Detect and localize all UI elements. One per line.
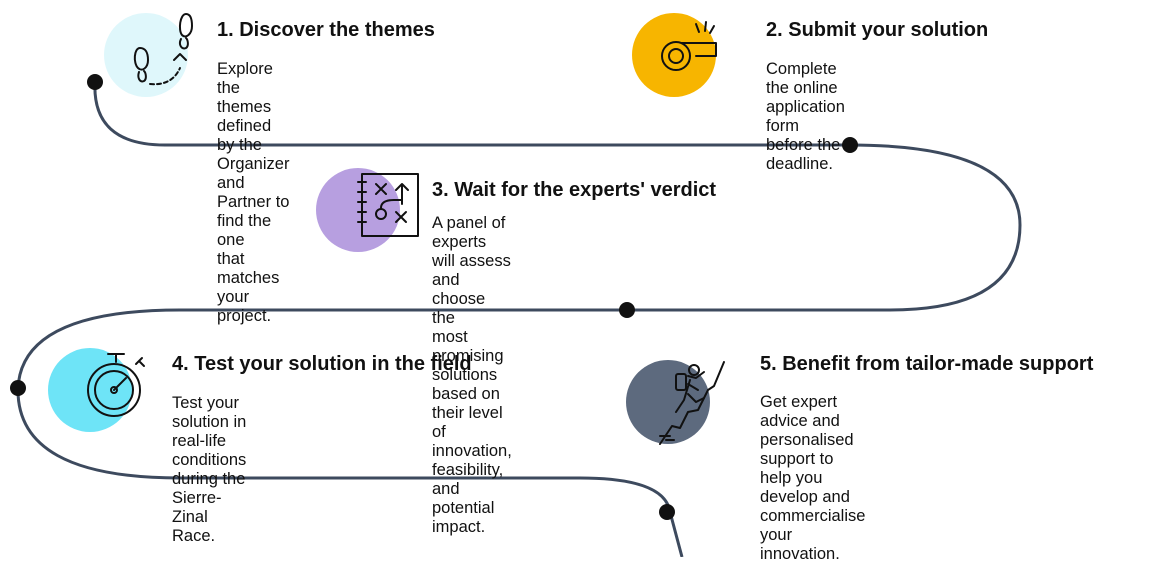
step-3: 3. Wait for the experts' verdict A panel… xyxy=(0,0,716,536)
step-4-description: Test your solution in real-life conditio… xyxy=(172,394,247,545)
path-node-step-3 xyxy=(619,302,635,318)
path-node-step-2 xyxy=(842,137,858,153)
winding-path-line xyxy=(16,81,1022,557)
step-1-icon-circle xyxy=(104,13,188,97)
strategy-board-icon xyxy=(357,173,419,237)
step-1-description: Explore the themes defined by the Organi… xyxy=(217,60,290,325)
step-4-title: 4. Test your solution in the field xyxy=(172,353,472,375)
climber-icon xyxy=(659,361,725,445)
step-5-title: 5. Benefit from tailor-made support xyxy=(760,353,1094,375)
step-2: 2. Submit your solution Complete the onl… xyxy=(0,0,988,173)
step-2-title: 2. Submit your solution xyxy=(766,19,989,41)
whistle-icon xyxy=(661,21,717,71)
step-3-description: A panel of experts will assess and choos… xyxy=(432,214,512,536)
step-2-description: Complete the online application form bef… xyxy=(766,60,845,173)
stopwatch-icon xyxy=(87,353,145,417)
step-5-description: Get expert advice and personalised suppo… xyxy=(760,393,866,563)
path-node-start xyxy=(87,74,103,90)
path-node-step-4 xyxy=(10,380,26,396)
step-4: 4. Test your solution in the field Test … xyxy=(0,0,472,545)
step-1: 1. Discover the themes Explore the theme… xyxy=(0,0,435,325)
footsteps-icon xyxy=(133,13,193,86)
step-3-title: 3. Wait for the experts' verdict xyxy=(432,179,717,201)
path-node-end xyxy=(659,504,675,520)
step-1-title: 1. Discover the themes xyxy=(217,19,435,41)
step-5: 5. Benefit from tailor-made support Get … xyxy=(0,0,1093,563)
